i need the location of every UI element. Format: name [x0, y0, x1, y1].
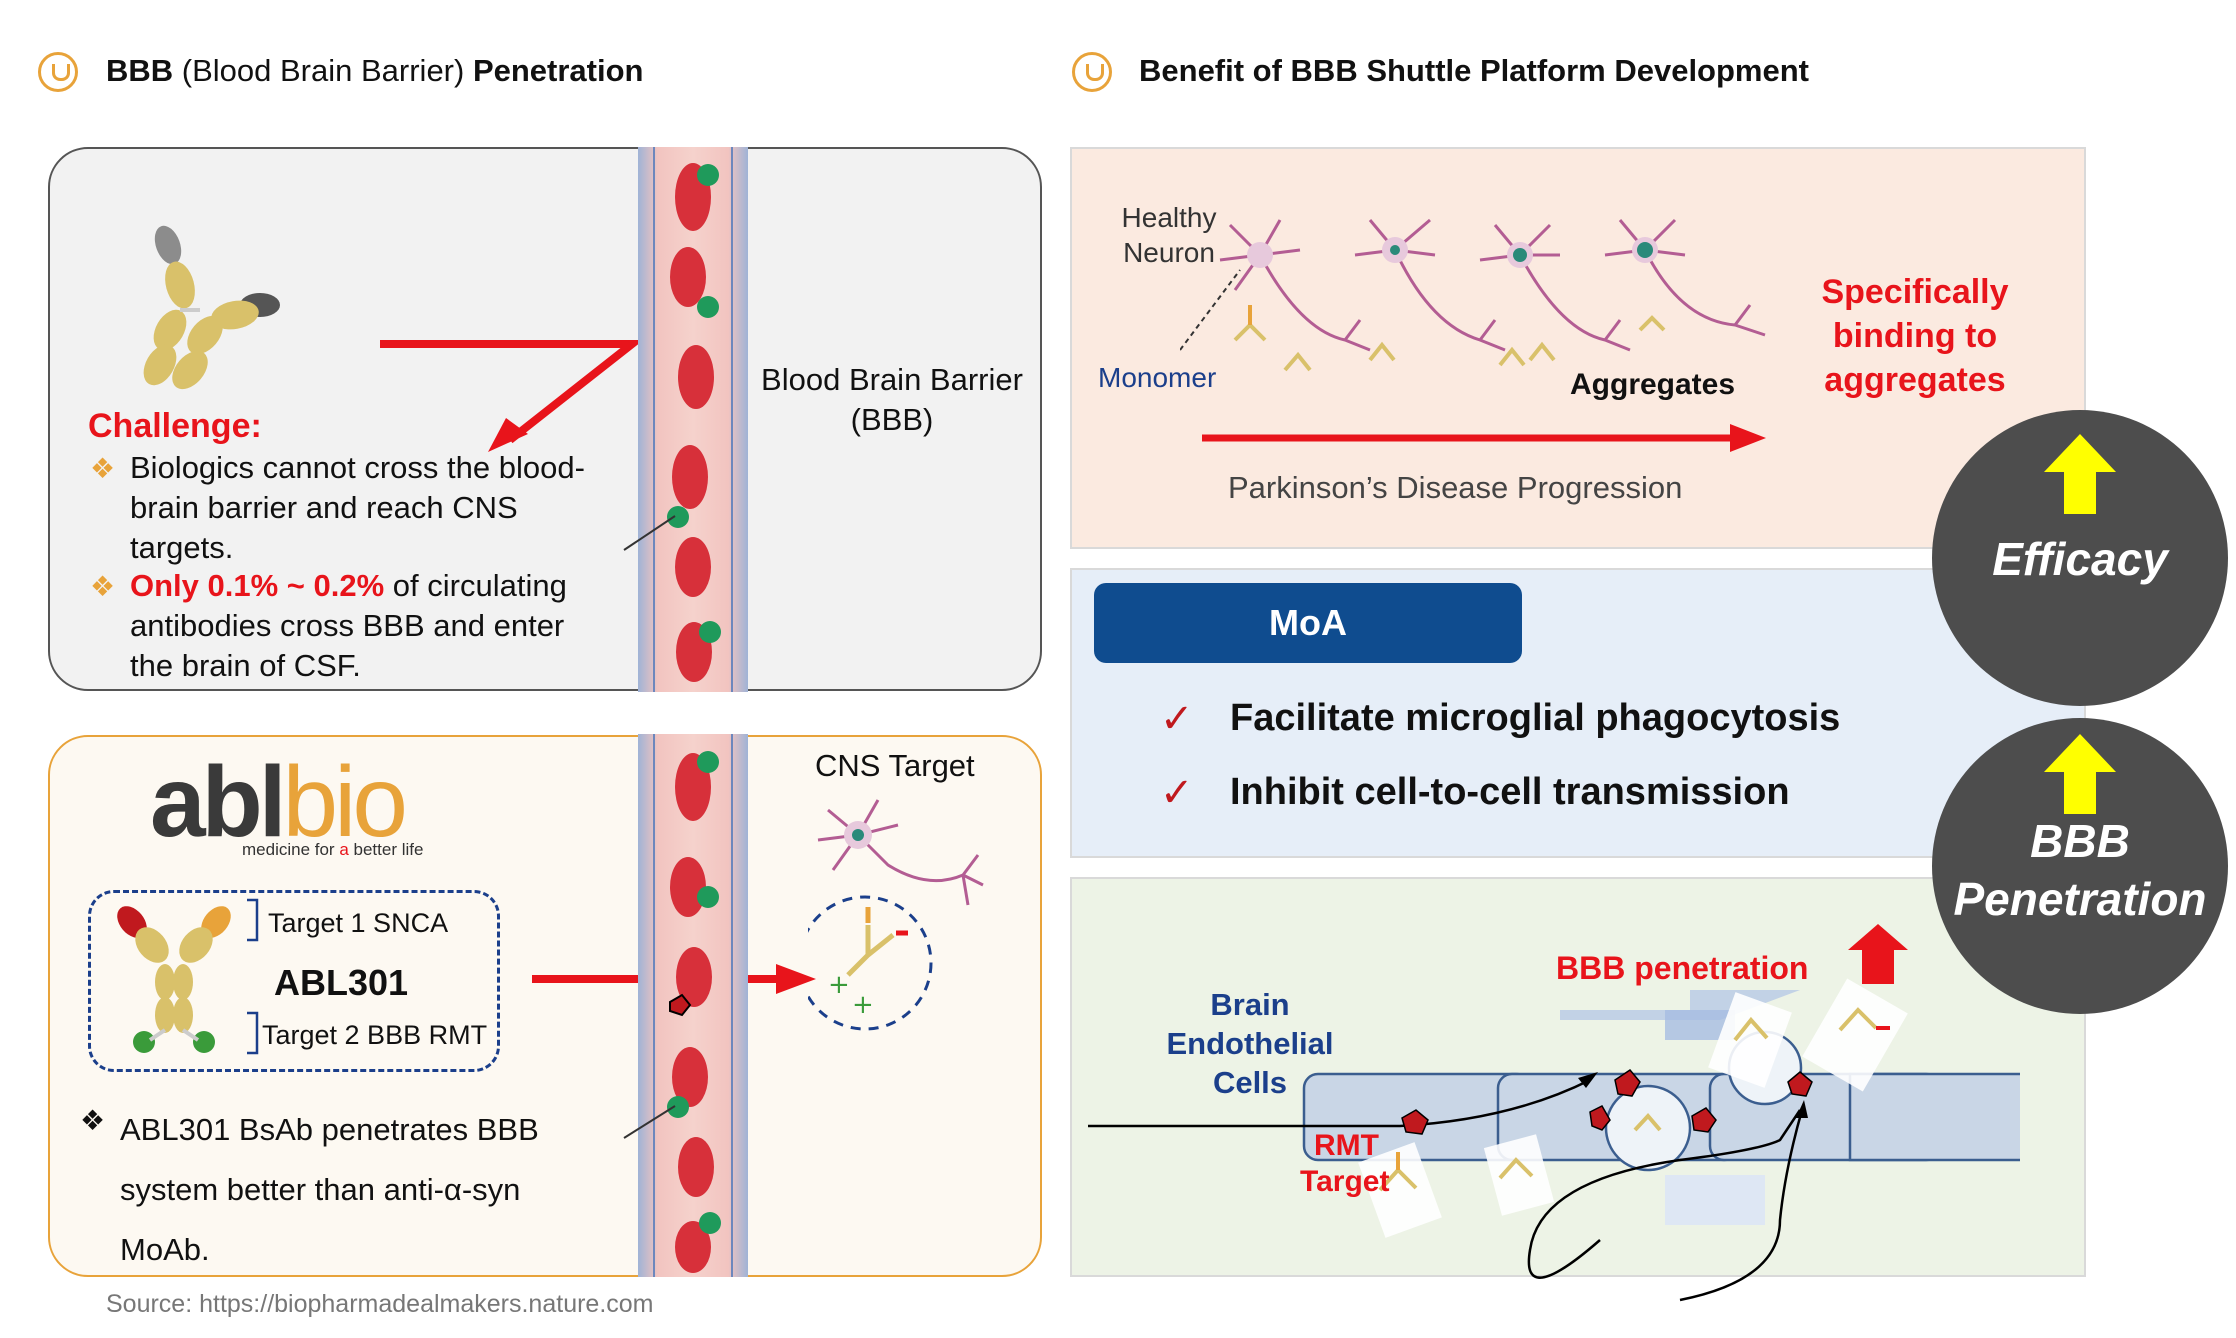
right-header-text: Benefit of BBB Shuttle Platform Developm…	[1139, 53, 1809, 88]
target-2-label: Target 2 BBB RMT	[262, 1020, 488, 1050]
brain-icon	[38, 52, 78, 92]
abl301-box	[88, 890, 500, 1072]
rmt-line: RMT	[1314, 1129, 1379, 1162]
challenge-text-2: Only 0.1% ~ 0.2% of circulating antibodi…	[130, 566, 567, 686]
challenge-panel	[48, 147, 1042, 691]
efficacy-panel	[1070, 147, 2086, 549]
rmt-target-label: RMT Target	[1300, 1128, 1389, 1200]
moa-check-2: ✓	[1160, 770, 1194, 816]
tagline-part: a	[339, 840, 349, 859]
abl301-desc-bullet: ❖	[80, 1105, 106, 1136]
header-bbb: BBB	[106, 53, 174, 88]
monomer-label: Monomer	[1098, 362, 1217, 393]
bbb-circle-line: BBB	[2030, 815, 2130, 867]
progression-arrow	[1202, 424, 1766, 452]
ablbio-panel	[48, 735, 1042, 1277]
challenge-line: Biologics cannot cross the blood-	[130, 450, 585, 485]
challenge-text-1: Biologics cannot cross the blood- brain …	[130, 448, 585, 568]
desc-line: ABL301 BsAb penetrates BBB	[120, 1112, 539, 1147]
bbb-label-line: Blood Brain Barrier	[761, 362, 1023, 397]
challenge-line: brain barrier and reach CNS	[130, 490, 518, 525]
target-brackets	[247, 898, 259, 1055]
challenge-line: antibodies cross BBB and enter	[130, 608, 565, 643]
desc-line: system better than anti-α-syn	[120, 1172, 521, 1207]
cns-neuron-illustration: + +	[808, 799, 984, 1031]
tagline-part: medicine for	[242, 840, 340, 859]
transcytosis-illustration	[1088, 924, 2020, 1302]
ablbio-tagline: medicine for a better life	[242, 840, 423, 860]
bullet-icon: ❖	[90, 453, 116, 484]
neuron-progression-illustration	[1180, 218, 1766, 372]
specific-line: Specifically	[1821, 273, 2009, 311]
bbb-label: Blood Brain Barrier (BBB)	[752, 360, 1032, 440]
challenge-line: the brain of CSF.	[130, 648, 361, 683]
header-blood-brain: (Blood Brain Barrier)	[173, 53, 473, 88]
svg-text:+: +	[828, 970, 850, 1000]
challenge-bullet-1: ❖	[90, 448, 115, 489]
challenge-arrow	[380, 340, 644, 452]
specific-line: binding to	[1832, 317, 1998, 355]
progression-label: Parkinson’s Disease Progression	[1228, 470, 1683, 505]
challenge-line: of circulating	[384, 568, 567, 603]
source-citation: Source: https://biopharmadealmakers.natu…	[106, 1290, 654, 1318]
abl301-description: ABL301 BsAb penetrates BBB system better…	[120, 1100, 539, 1280]
healthy-line: Neuron	[1123, 237, 1215, 268]
antibody-illustration	[143, 225, 280, 390]
challenge-line: targets.	[130, 530, 234, 565]
bullet-icon: ❖	[90, 571, 116, 602]
bbb-penetration-label: BBB penetration	[1556, 950, 1809, 986]
desc-line: MoAb.	[120, 1232, 210, 1267]
up-arrow-icon	[2044, 434, 2116, 514]
challenge-heading: Challenge:	[88, 407, 262, 445]
aggregates-label: Aggregates	[1570, 368, 1736, 401]
moa-item-2: Inhibit cell-to-cell transmission	[1230, 771, 1790, 813]
tagline-part: better life	[348, 840, 424, 859]
bbb-label-line: (BBB)	[850, 402, 934, 437]
blood-vessel-illustration	[638, 147, 748, 1277]
endothelial-line: Cells	[1212, 1065, 1288, 1100]
up-arrow-icon	[2044, 734, 2116, 814]
svg-text:+: +	[852, 990, 874, 1020]
challenge-bullet-2: ❖	[90, 566, 115, 607]
vessel-pointer-lines	[623, 515, 676, 1139]
highlight-percent: Only 0.1% ~ 0.2%	[130, 568, 385, 603]
brain-icon	[1072, 52, 1112, 92]
moa-item-1: Facilitate microglial phagocytosis	[1230, 697, 1841, 739]
target-1-label: Target 1 SNCA	[268, 908, 449, 938]
bbb-circle-line: Penetration	[1953, 873, 2207, 925]
right-header-title: Benefit of BBB Shuttle Platform Developm…	[1139, 53, 1809, 89]
cns-target-label: CNS Target	[815, 748, 975, 783]
bispecific-antibody-illustration	[117, 906, 231, 1053]
ablbio-logo: ablbio	[150, 752, 408, 852]
efficacy-label: Efficacy	[1992, 533, 2168, 585]
logo-abl: abl	[150, 746, 286, 858]
bbb-penetration-circle-label: BBB Penetration	[1932, 812, 2228, 928]
healthy-neuron-label: Healthy Neuron	[1104, 200, 1234, 270]
brain-endothelial-label: Brain Endothelial Cells	[1150, 985, 1350, 1102]
endothelial-line: Endothelial	[1166, 1026, 1334, 1061]
abl301-name: ABL301	[274, 962, 409, 1003]
moa-check-1: ✓	[1160, 696, 1194, 742]
header-penetration: Penetration	[472, 53, 644, 88]
healthy-line: Healthy	[1121, 202, 1217, 233]
left-header-title: BBB (Blood Brain Barrier) Penetration	[106, 53, 643, 89]
moa-title-box: MoA	[1094, 583, 1522, 663]
logo-bio: bio	[282, 746, 407, 858]
specific-line: aggregates	[1824, 361, 2006, 399]
endothelial-line: Brain	[1210, 987, 1290, 1022]
specific-binding-label: Specifically binding to aggregates	[1790, 270, 2040, 402]
moa-title: MoA	[1269, 602, 1347, 643]
rmt-line: Target	[1300, 1165, 1390, 1198]
